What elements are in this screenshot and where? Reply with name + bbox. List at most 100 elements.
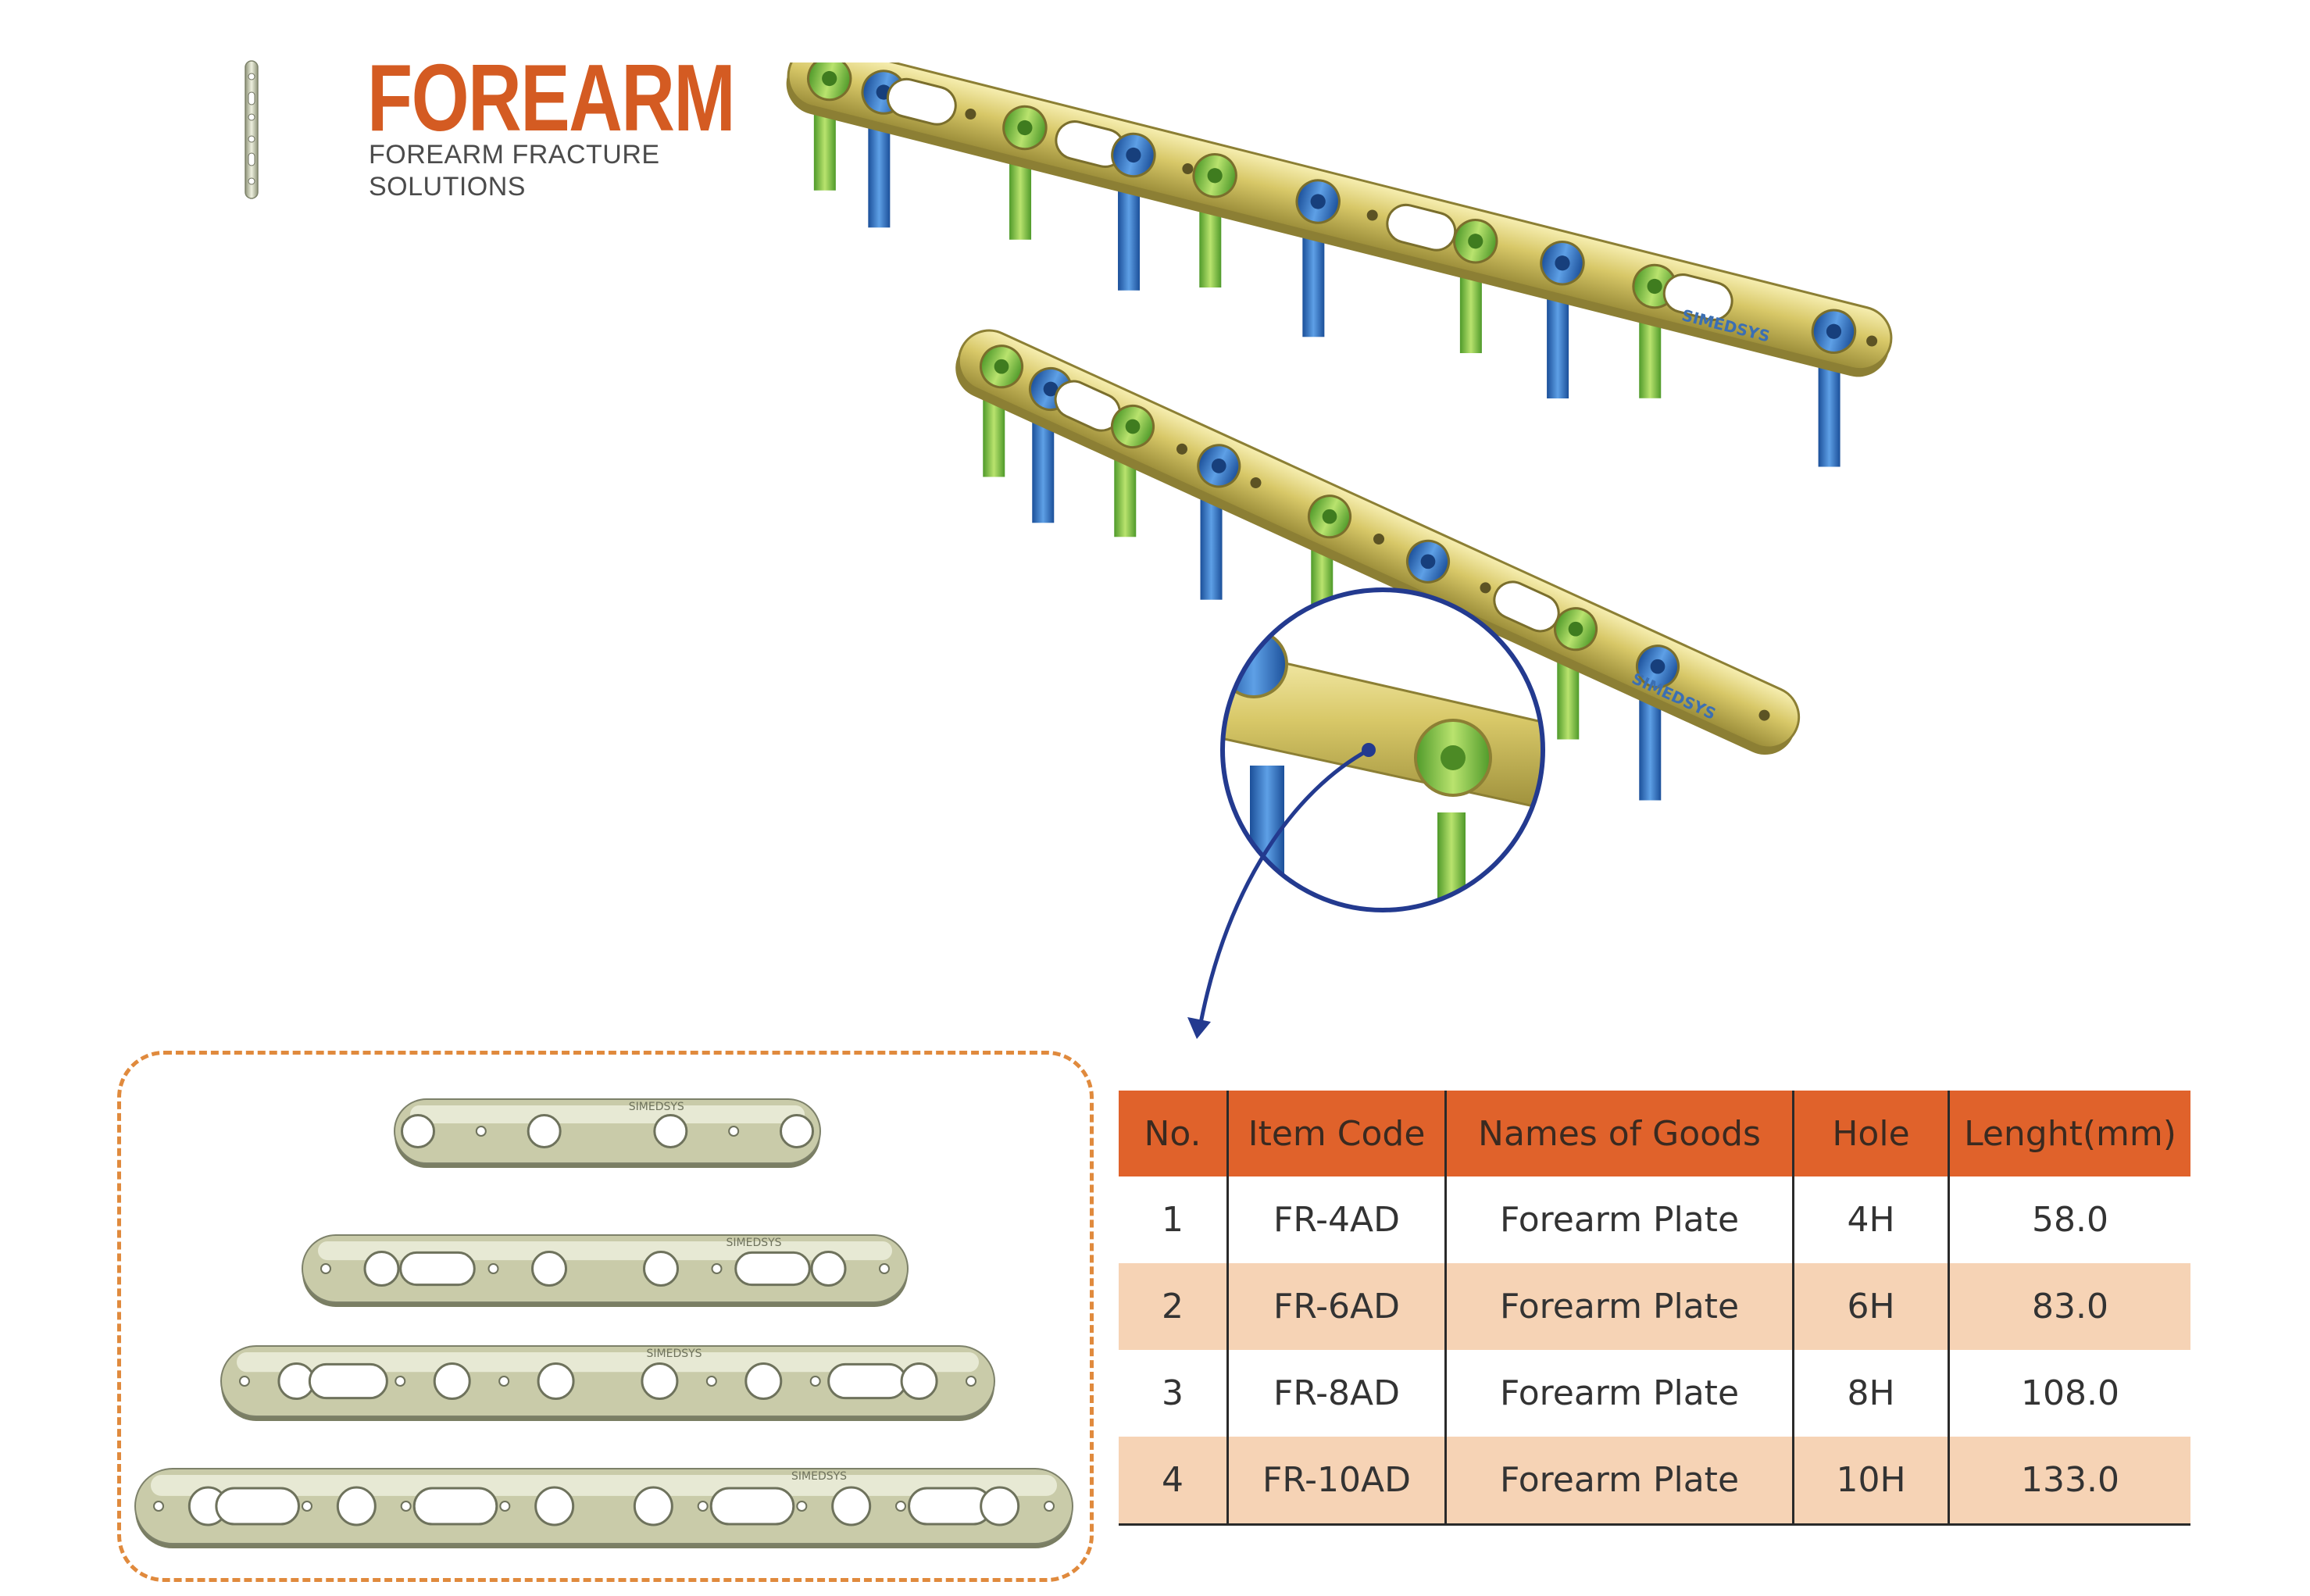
screw-socket [1650,659,1666,674]
k-wire-hole [1250,477,1262,488]
screw-socket [1017,120,1033,136]
zoom-callout [1187,587,1545,1039]
screw-socket [1207,168,1223,184]
cell-hole: 10H [1792,1437,1950,1526]
k-wire-hole [400,1501,412,1512]
screw-hole [633,1486,673,1526]
plate-engraving: SIMEDSYS [647,1348,702,1360]
combi-slot [908,1487,993,1526]
combi-slot [399,1251,476,1287]
screw-hole [534,1486,575,1526]
cell-length: 83.0 [1948,1263,2190,1350]
screw-socket [822,70,837,87]
screw-socket [1420,554,1436,569]
combi-slot [886,77,957,126]
screw-hole [641,1362,679,1400]
hero-plates-illustration: SIMEDSYS SIMEDSYS [786,62,1893,1039]
k-wire-hole [728,1126,740,1137]
cell-hole: 4H [1792,1176,1950,1263]
screw-socket [1826,323,1842,339]
k-wire-hole [498,1376,510,1387]
gallery-plate: SIMEDSYS [302,1234,909,1307]
screw-hole [433,1362,471,1400]
k-wire-hole [1044,1501,1055,1512]
combi-slot [412,1487,498,1526]
page-subtitle: FOREARM FRACTURE SOLUTIONS [369,140,660,202]
cell-item-code: FR-6AD [1226,1263,1447,1350]
k-wire-hole [1373,534,1385,545]
screw-hole [810,1251,847,1287]
k-wire-hole [475,1126,487,1137]
product-spec-table: No. Item Code Names of Goods Hole Lenght… [1119,1091,2190,1526]
cell-name: Forearm Plate [1444,1176,1794,1263]
k-wire-hole [965,108,976,120]
k-wire-hole [1758,709,1770,721]
screw-hole [980,1486,1020,1526]
k-wire-hole [395,1376,406,1387]
k-wire-hole [499,1501,511,1512]
screw-hole [537,1362,575,1400]
k-wire-hole [895,1501,906,1512]
col-names-of-goods: Names of Goods [1444,1091,1794,1176]
cell-no: 1 [1119,1176,1229,1263]
plate-highlight [151,1475,1057,1496]
k-wire-hole [239,1376,250,1387]
plate-engraving: SIMEDSYS [727,1237,782,1249]
screw-hole [744,1362,783,1400]
plate-highlight [237,1352,979,1373]
cell-item-code: FR-10AD [1226,1437,1447,1526]
col-hole: Hole [1792,1091,1950,1176]
k-wire-hole [1182,162,1194,174]
mini-plate-icon [245,60,259,199]
screw-hole [653,1114,688,1148]
cell-item-code: FR-8AD [1226,1350,1447,1437]
screw-hole [531,1251,567,1287]
k-wire-hole [705,1376,717,1387]
k-wire-hole [320,1263,331,1274]
col-no: No. [1119,1091,1229,1176]
k-wire-hole [487,1263,499,1274]
screw-hole [643,1251,679,1287]
screw-socket [1555,255,1570,271]
cell-name: Forearm Plate [1444,1263,1794,1350]
cell-name: Forearm Plate [1444,1437,1794,1526]
k-wire-hole [1176,443,1187,455]
cell-name: Forearm Plate [1444,1350,1794,1437]
table-row: 3 FR-8AD Forearm Plate 8H 108.0 [1119,1350,2190,1437]
screw-socket [1310,194,1326,209]
screw-socket [994,359,1009,374]
screw-hole [401,1114,435,1148]
cell-hole: 8H [1792,1350,1950,1437]
table-row: 4 FR-10AD Forearm Plate 10H 133.0 [1119,1437,2190,1526]
combi-slot [1662,273,1733,321]
table-header-row: No. Item Code Names of Goods Hole Lenght… [1119,1091,2190,1176]
k-wire-hole [697,1501,709,1512]
page-title: FOREARM [367,45,736,151]
plate-size-gallery: SIMEDSYS SIMEDSYS SIMEDSYS SIMEDSYS [117,1051,1094,1582]
k-wire-hole [1866,335,1878,347]
brand-header: FOREARM FOREARM FRACTURE SOLUTIONS [234,45,766,211]
plate-engraving: SIMEDSYS [791,1470,847,1483]
combi-slot [215,1487,300,1526]
col-item-code: Item Code [1226,1091,1447,1176]
k-wire-hole [1480,582,1491,594]
cell-hole: 6H [1792,1263,1950,1350]
screw-hole [831,1486,872,1526]
table-row: 1 FR-4AD Forearm Plate 4H 58.0 [1119,1176,2190,1263]
screw-socket [1468,234,1483,249]
screw-hole [336,1486,377,1526]
combi-slot [308,1362,388,1400]
screw-hole [363,1251,400,1287]
gallery-plate: SIMEDSYS [394,1098,821,1168]
k-wire-hole [966,1376,976,1387]
screw-hole [900,1362,938,1400]
col-length: Lenght(mm) [1948,1091,2190,1176]
screw-hole [780,1114,814,1148]
cell-no: 3 [1119,1350,1229,1437]
table-row: 2 FR-6AD Forearm Plate 6H 83.0 [1119,1263,2190,1350]
plate-engraving: SIMEDSYS [629,1101,684,1113]
screw-socket [1211,459,1226,473]
k-wire-hole [809,1376,821,1387]
screw-socket [1043,381,1059,397]
combi-slot [709,1487,795,1526]
